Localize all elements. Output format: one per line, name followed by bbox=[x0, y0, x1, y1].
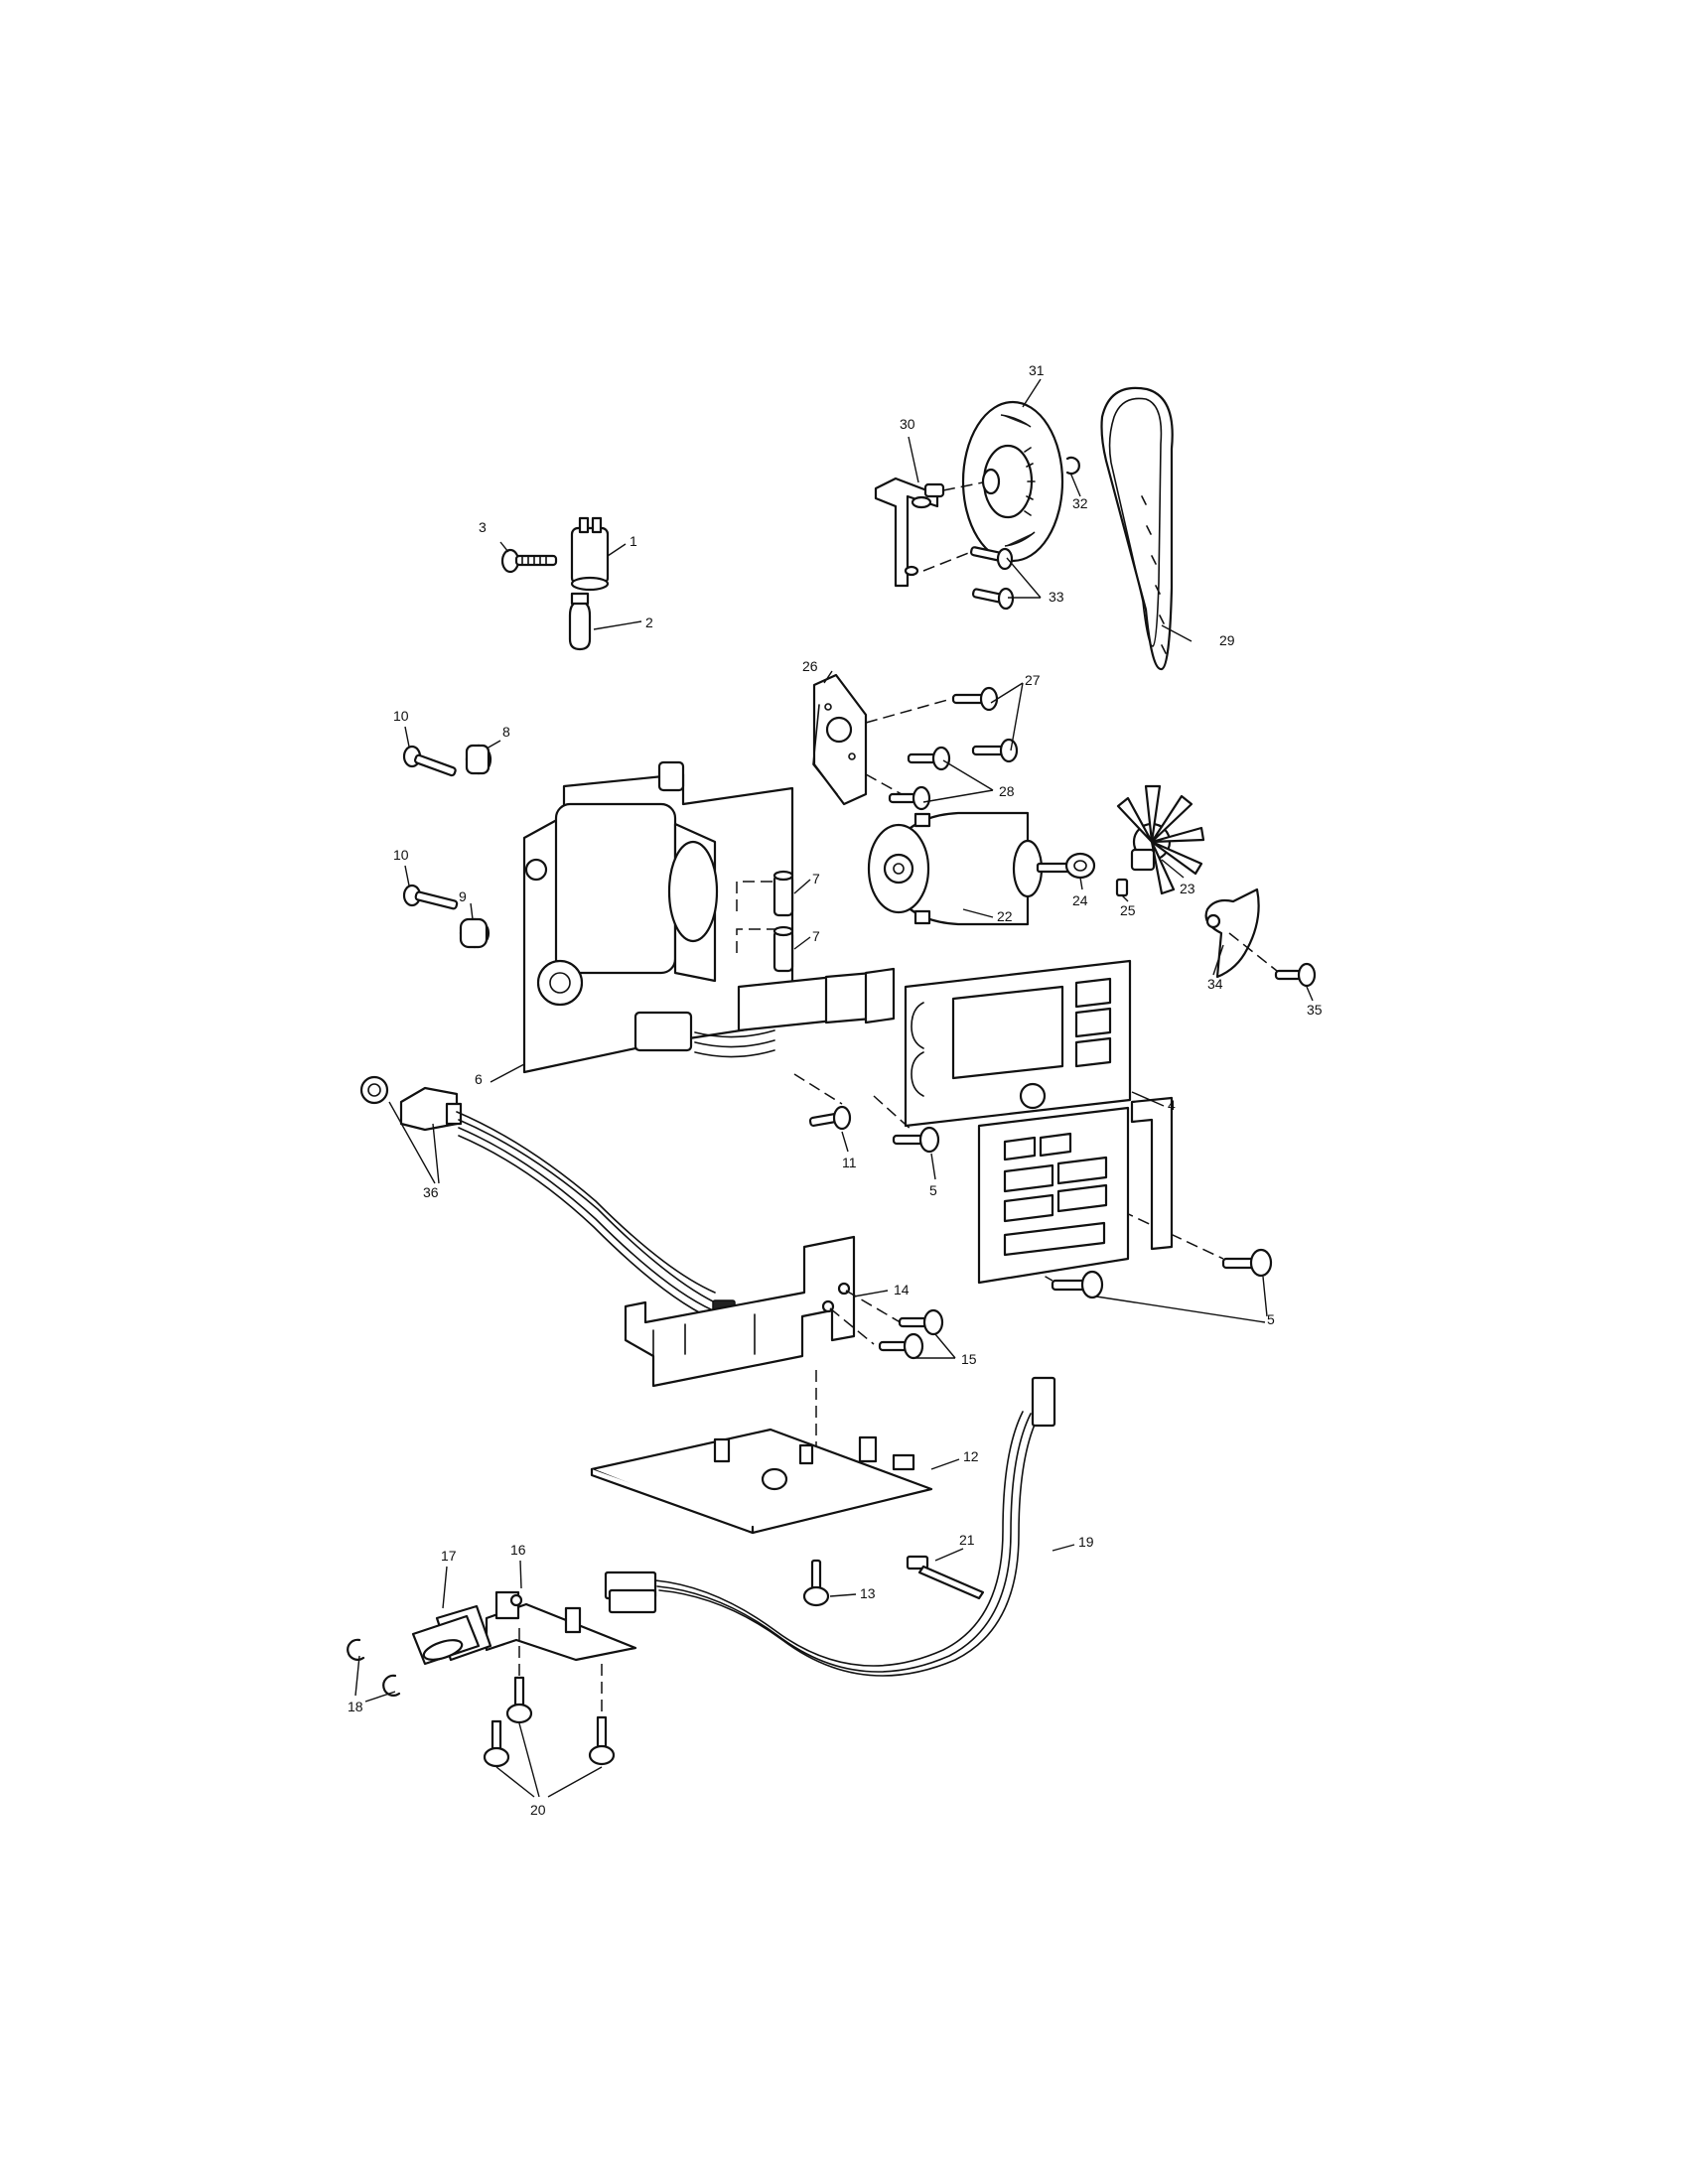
part-11-screw bbox=[808, 1105, 852, 1131]
part-20-screw-c bbox=[588, 1715, 616, 1766]
label-6: 6 bbox=[475, 1071, 483, 1087]
label-8: 8 bbox=[502, 724, 510, 740]
label-17: 17 bbox=[441, 1548, 457, 1564]
part-6-transformer-assembly bbox=[522, 760, 794, 1074]
part-5-screw-upper bbox=[892, 1126, 940, 1154]
part-34-clamp bbox=[1204, 887, 1260, 979]
label-32: 32 bbox=[1072, 495, 1088, 511]
part-19-wire-harness bbox=[604, 1376, 1056, 1677]
part-35-screw bbox=[1274, 962, 1317, 988]
label-5-lower: 5 bbox=[1267, 1311, 1275, 1327]
label-35: 35 bbox=[1307, 1002, 1323, 1018]
part-23-fan bbox=[1116, 784, 1205, 895]
part-18-clip-upper bbox=[347, 1638, 365, 1661]
label-10-upper: 10 bbox=[393, 708, 409, 724]
label-26: 26 bbox=[802, 658, 818, 674]
part-16-mounting-plate bbox=[485, 1590, 637, 1662]
label-3: 3 bbox=[479, 519, 487, 535]
part-25-set-screw bbox=[1115, 878, 1129, 897]
part-30-bracket bbox=[874, 477, 984, 588]
label-22: 22 bbox=[997, 908, 1013, 924]
part-3-screw bbox=[500, 548, 558, 574]
label-1: 1 bbox=[630, 533, 637, 549]
part-21-cable-tie bbox=[906, 1555, 985, 1600]
label-18: 18 bbox=[348, 1699, 363, 1714]
part-10-screw-upper bbox=[402, 745, 457, 777]
part-13-screw bbox=[802, 1559, 830, 1607]
part-22-motor bbox=[867, 811, 1079, 926]
part-28-screw-upper bbox=[907, 746, 951, 771]
part-28-screw-lower bbox=[888, 785, 931, 811]
label-10-lower: 10 bbox=[393, 847, 409, 863]
part-5-screw-left bbox=[1051, 1270, 1104, 1299]
part-27-screw-upper bbox=[951, 686, 999, 712]
label-7-upper: 7 bbox=[812, 871, 820, 887]
part-5-screw-right bbox=[1221, 1248, 1273, 1278]
label-16: 16 bbox=[510, 1542, 526, 1558]
part-29-drive-belt bbox=[1100, 386, 1174, 671]
part-27-screw-lower bbox=[971, 738, 1019, 763]
part-20-screw-b bbox=[483, 1719, 510, 1768]
label-30: 30 bbox=[900, 416, 915, 432]
label-24: 24 bbox=[1072, 892, 1088, 908]
part-18-clip-lower bbox=[382, 1674, 401, 1697]
part-24-collar bbox=[1064, 852, 1096, 880]
label-7-lower: 7 bbox=[812, 928, 820, 944]
label-11: 11 bbox=[842, 1155, 857, 1170]
part-9-spacer bbox=[459, 917, 491, 949]
part-7-fuse-lower bbox=[772, 925, 794, 973]
part-4-control-panel bbox=[904, 959, 1174, 1285]
callout-labels: 31 30 32 33 29 3 1 2 27 26 28 22 24 25 2… bbox=[348, 362, 1323, 1818]
label-4: 4 bbox=[1168, 1097, 1176, 1113]
label-28: 28 bbox=[999, 783, 1015, 799]
part-1-lamp-socket bbox=[570, 516, 610, 592]
part-2-bulb bbox=[568, 592, 592, 651]
relay-connector-block bbox=[694, 967, 896, 1058]
part-32-e-clip bbox=[1065, 456, 1080, 476]
part-15-screw-upper bbox=[898, 1308, 944, 1336]
label-21: 21 bbox=[959, 1532, 975, 1548]
label-5-upper: 5 bbox=[929, 1182, 937, 1198]
part-7-fuse-upper bbox=[772, 870, 794, 917]
label-25: 25 bbox=[1120, 902, 1136, 918]
part-17-connector bbox=[411, 1604, 492, 1666]
part-12-circuit-board bbox=[590, 1428, 933, 1535]
part-33-screw-lower bbox=[971, 587, 1015, 611]
label-14: 14 bbox=[894, 1282, 910, 1297]
label-2: 2 bbox=[645, 614, 653, 630]
label-36: 36 bbox=[423, 1184, 439, 1200]
label-20: 20 bbox=[530, 1802, 546, 1818]
label-19: 19 bbox=[1078, 1534, 1094, 1550]
label-23: 23 bbox=[1180, 881, 1195, 896]
label-9: 9 bbox=[459, 888, 467, 904]
label-31: 31 bbox=[1029, 362, 1045, 378]
part-15-screw-lower bbox=[878, 1332, 924, 1360]
part-26-motor-bracket bbox=[812, 673, 868, 806]
label-15: 15 bbox=[961, 1351, 977, 1367]
part-8-spacer bbox=[465, 744, 492, 775]
label-34: 34 bbox=[1207, 976, 1223, 992]
part-31-knob-disc bbox=[961, 400, 1064, 563]
part-33-screw-upper bbox=[969, 546, 1014, 571]
part-20-screw-a bbox=[505, 1676, 533, 1724]
label-12: 12 bbox=[963, 1448, 979, 1464]
label-13: 13 bbox=[860, 1585, 876, 1601]
leader-lines bbox=[354, 378, 1314, 1798]
label-27: 27 bbox=[1025, 672, 1041, 688]
part-10-screw-lower bbox=[402, 884, 459, 910]
part-36-cord-assembly bbox=[359, 1075, 736, 1319]
label-33: 33 bbox=[1049, 589, 1064, 605]
label-29: 29 bbox=[1219, 632, 1235, 648]
